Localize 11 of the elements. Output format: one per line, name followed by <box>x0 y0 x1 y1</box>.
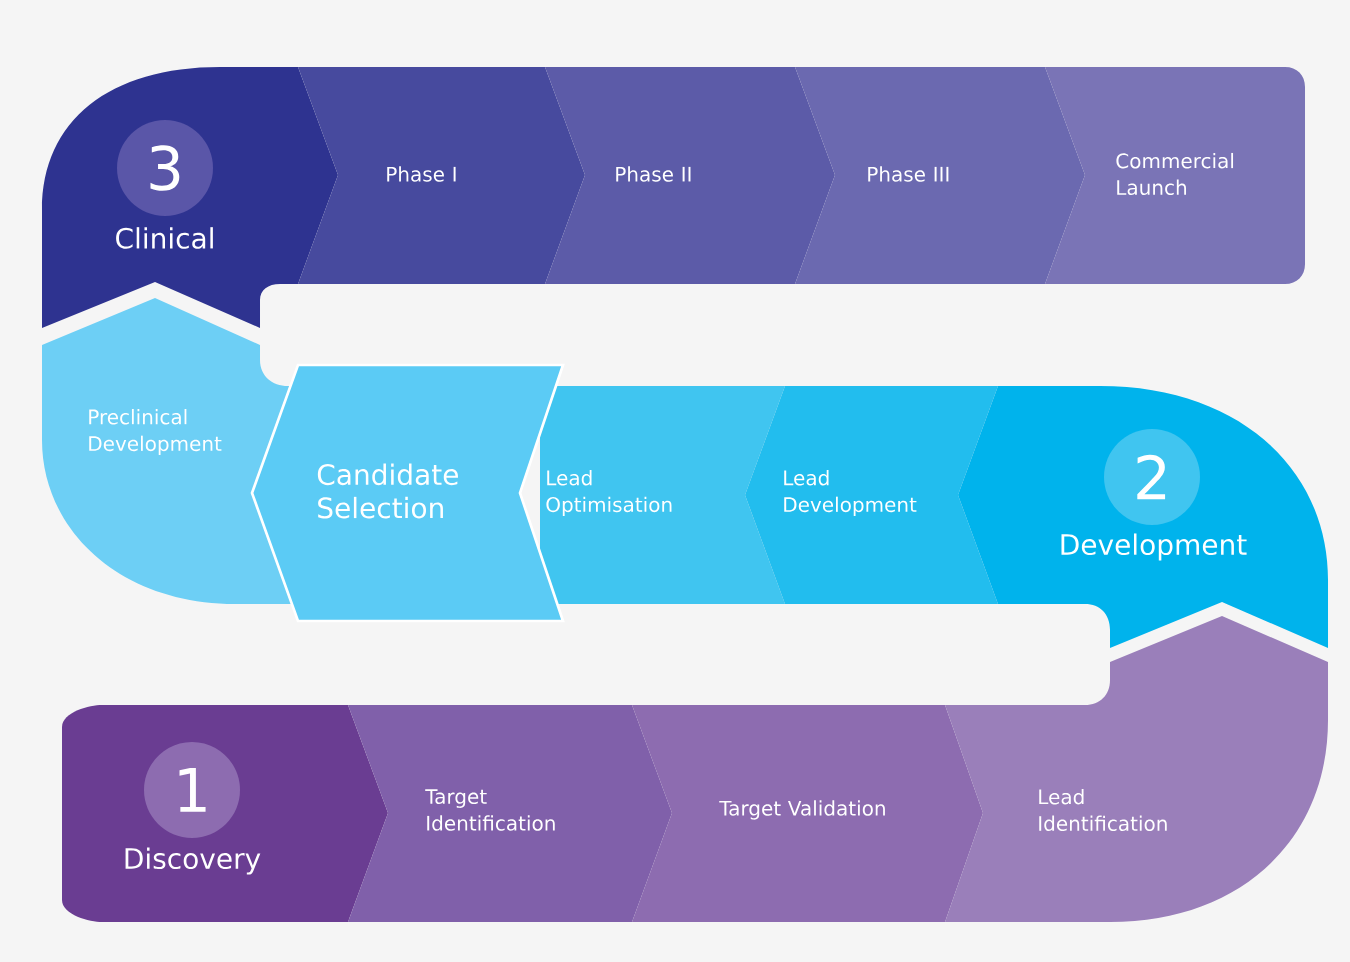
chevron-step: Phase II <box>545 67 835 284</box>
chevron-step: Target Validation <box>632 705 983 922</box>
chevron-step: Phase I <box>298 67 585 284</box>
chevron-step: Lead Identification <box>945 616 1328 922</box>
chevron-step: Lead Development <box>745 386 998 604</box>
stage-band: 2 Development <box>958 386 1328 648</box>
chevron-step: Phase III <box>795 67 1085 284</box>
chevron-step: Commercial Launch <box>1045 67 1305 284</box>
stage-band: 1 Discovery <box>62 705 388 922</box>
stage-band: 3 Clinical <box>42 67 338 328</box>
chevron-step: Target Identification <box>348 705 672 922</box>
